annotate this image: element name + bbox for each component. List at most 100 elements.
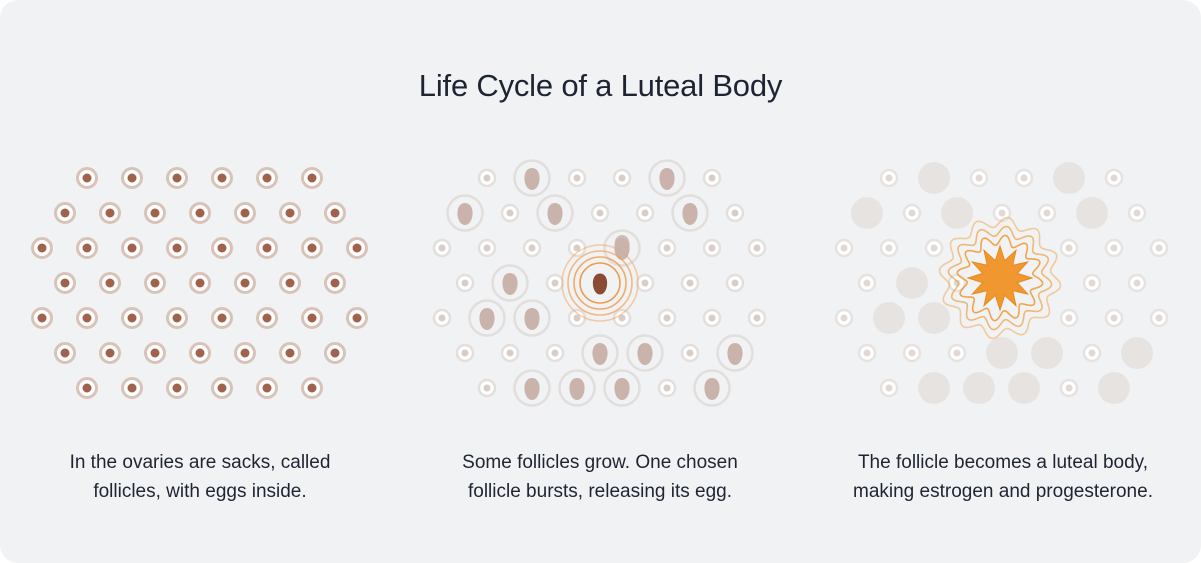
- egg-icon: [172, 243, 182, 253]
- follicle-icon: [455, 273, 475, 293]
- egg-icon: [1088, 279, 1096, 287]
- egg-icon: [262, 383, 272, 393]
- follicle-icon: [234, 272, 256, 294]
- panel-ovulation-diagram: [432, 159, 767, 407]
- follicle-icon: [902, 203, 922, 223]
- follicle-icon: [1127, 203, 1147, 223]
- egg-icon: [1020, 174, 1028, 182]
- egg-icon: [1133, 279, 1141, 287]
- follicle-icon: [1149, 238, 1169, 258]
- follicle-icon: [522, 238, 542, 258]
- follicle-icon: [1014, 168, 1034, 188]
- follicle-icon: [99, 342, 121, 364]
- follicle-icon: [166, 167, 188, 189]
- egg-icon: [1110, 314, 1118, 322]
- follicle-icon: [477, 168, 497, 188]
- egg-icon: [307, 383, 317, 393]
- follicle-icon: [879, 168, 899, 188]
- egg-icon: [483, 244, 491, 252]
- caption-line: The follicle becomes a luteal body,: [857, 452, 1149, 473]
- follicle-icon: [702, 308, 722, 328]
- egg-icon: [708, 244, 716, 252]
- egg-icon: [524, 308, 540, 330]
- egg-icon: [506, 209, 514, 217]
- egg-icon: [82, 313, 92, 323]
- faded-follicle: [1053, 162, 1085, 194]
- egg-icon: [614, 378, 630, 400]
- egg-icon: [307, 313, 317, 323]
- follicle-icon: [1031, 337, 1063, 369]
- panel-luteal-body-diagram: [834, 162, 1169, 404]
- follicle-icon: [477, 378, 497, 398]
- follicle-icon: [432, 238, 452, 258]
- egg-icon: [573, 314, 581, 322]
- egg-icon: [708, 174, 716, 182]
- caption-line: In the ovaries are sacks, called: [69, 452, 331, 473]
- egg-icon: [483, 174, 491, 182]
- caption-luteal-body: The follicle becomes a luteal body, maki…: [813, 448, 1193, 506]
- egg-icon: [659, 168, 675, 190]
- faded-follicle: [1076, 197, 1108, 229]
- follicle-icon: [144, 202, 166, 224]
- follicle-icon: [301, 377, 323, 399]
- faded-follicle: [1008, 372, 1040, 404]
- follicle-icon: [279, 272, 301, 294]
- follicle-icon: [657, 238, 677, 258]
- follicle-icon: [567, 308, 587, 328]
- follicle-icon: [857, 273, 877, 293]
- follicle-icon: [324, 342, 346, 364]
- follicle-icon: [513, 299, 551, 337]
- follicle-icon: [31, 237, 53, 259]
- follicle-icon: [545, 343, 565, 363]
- egg-icon: [457, 203, 473, 225]
- follicle-icon: [211, 307, 233, 329]
- follicle-icon: [256, 167, 278, 189]
- egg-icon: [262, 173, 272, 183]
- follicle-icon: [1037, 203, 1057, 223]
- egg-icon: [285, 348, 295, 358]
- follicle-icon: [963, 372, 995, 404]
- egg-icon: [908, 349, 916, 357]
- follicle-icon: [1149, 308, 1169, 328]
- egg-icon: [547, 203, 563, 225]
- egg-icon: [483, 384, 491, 392]
- egg-icon: [60, 278, 70, 288]
- egg-icon: [686, 279, 694, 287]
- follicle-icon: [1053, 162, 1085, 194]
- egg-icon: [1110, 174, 1118, 182]
- faded-follicle: [1098, 372, 1130, 404]
- egg-icon: [479, 308, 495, 330]
- egg-icon: [262, 313, 272, 323]
- egg-icon: [863, 349, 871, 357]
- egg-icon: [731, 209, 739, 217]
- egg-icon: [330, 348, 340, 358]
- egg-icon: [127, 243, 137, 253]
- follicle-icon: [1059, 238, 1079, 258]
- egg-icon: [105, 278, 115, 288]
- follicle-icon: [671, 194, 709, 232]
- follicle-icon: [121, 377, 143, 399]
- follicle-icon: [513, 159, 551, 197]
- luteal-ring: [947, 225, 1053, 331]
- egg-icon: [307, 243, 317, 253]
- released-egg-icon: [614, 235, 630, 257]
- faded-follicle: [918, 162, 950, 194]
- follicle-icon: [902, 343, 922, 363]
- egg-icon: [569, 378, 585, 400]
- egg-icon: [240, 278, 250, 288]
- egg-icon: [82, 383, 92, 393]
- burst-ring: [567, 250, 633, 316]
- follicle-icon: [121, 237, 143, 259]
- egg-icon: [352, 313, 362, 323]
- faded-follicle: [1121, 337, 1153, 369]
- egg-icon: [998, 209, 1006, 217]
- egg-icon: [592, 273, 608, 295]
- egg-icon: [502, 273, 518, 295]
- follicle-icon: [918, 162, 950, 194]
- follicle-icon: [725, 273, 745, 293]
- egg-icon: [1065, 314, 1073, 322]
- egg-icon: [330, 278, 340, 288]
- follicle-icon: [121, 307, 143, 329]
- follicle-icon: [567, 238, 587, 258]
- egg-icon: [551, 349, 559, 357]
